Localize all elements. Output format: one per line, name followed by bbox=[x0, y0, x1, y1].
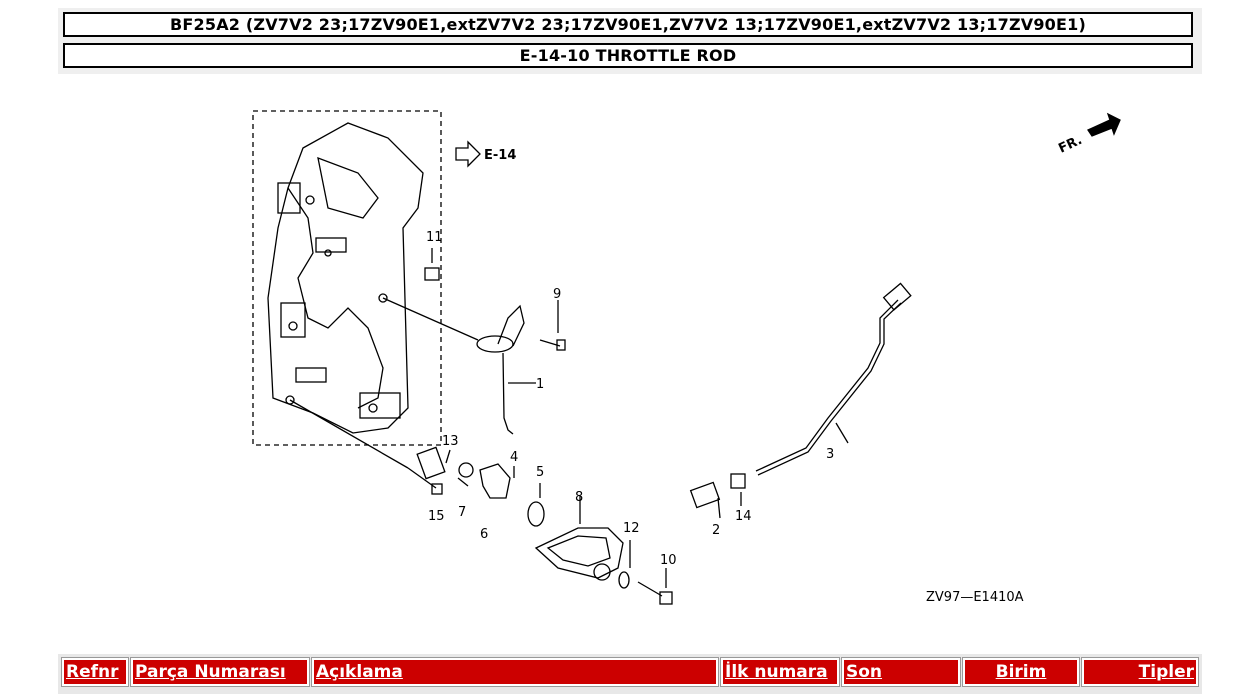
front-label: FR. bbox=[1056, 133, 1084, 157]
bolt-11 bbox=[424, 267, 440, 281]
callout-9: 9 bbox=[553, 287, 561, 302]
callout-8: 8 bbox=[575, 490, 583, 505]
callout-13: 13 bbox=[442, 434, 459, 449]
column-refnr-link[interactable]: Refnr bbox=[66, 662, 119, 682]
callout-12: 12 bbox=[623, 521, 640, 536]
exploded-view-drawing: E-14 FR. 11 9 1 13 4 5 8 7 6 15 12 10 2 … bbox=[252, 110, 1121, 605]
callout-15: 15 bbox=[428, 509, 445, 524]
nut-part-14 bbox=[730, 473, 746, 489]
housing-dashed-frame bbox=[252, 110, 442, 446]
callout-11: 11 bbox=[426, 230, 443, 245]
column-types[interactable]: Tipler bbox=[1081, 657, 1199, 687]
column-last-link[interactable]: Son bbox=[846, 662, 883, 682]
cylinder-housing bbox=[267, 122, 424, 434]
model-title: BF25A2 (ZV7V2 23;17ZV90E1,extZV7V2 23;17… bbox=[63, 12, 1193, 37]
front-arrow-icon bbox=[1087, 112, 1121, 137]
spring-part-7 bbox=[458, 462, 474, 478]
callout-2: 2 bbox=[712, 523, 720, 538]
joint-part-2 bbox=[689, 481, 721, 509]
column-first-number-link[interactable]: İlk numara bbox=[725, 662, 828, 682]
throttle-cam-part-8 bbox=[534, 527, 624, 579]
drawing-code: ZV97—E1410A bbox=[926, 590, 1024, 605]
column-description-link[interactable]: Açıklama bbox=[316, 662, 403, 682]
throttle-rod-part-3 bbox=[755, 299, 899, 472]
callout-6: 6 bbox=[480, 527, 488, 542]
callout-4: 4 bbox=[510, 450, 518, 465]
callout-3: 3 bbox=[826, 447, 834, 462]
section-title: E-14-10 THROTTLE ROD bbox=[63, 43, 1193, 68]
spring-part-5 bbox=[527, 501, 545, 527]
washer-part-12 bbox=[618, 571, 630, 589]
column-part-number-link[interactable]: Parça Numarası bbox=[135, 662, 286, 682]
column-part-number[interactable]: Parça Numarası bbox=[130, 657, 310, 687]
bolt-part-10 bbox=[659, 591, 673, 605]
column-types-link[interactable]: Tipler bbox=[1138, 662, 1194, 682]
plate-part-6 bbox=[479, 463, 511, 499]
column-refnr[interactable]: Refnr bbox=[61, 657, 129, 687]
column-unit-link[interactable]: Birim bbox=[995, 662, 1047, 682]
column-last[interactable]: Son bbox=[841, 657, 961, 687]
parts-table-header: Refnr Parça Numarası Açıklama İlk numara… bbox=[58, 654, 1202, 694]
column-description[interactable]: Açıklama bbox=[311, 657, 719, 687]
parts-diagram: E-14 FR. 11 9 1 13 4 5 8 7 6 15 12 10 2 … bbox=[58, 78, 1202, 648]
reference-arrow-icon bbox=[455, 140, 481, 168]
callout-1: 1 bbox=[536, 377, 544, 392]
callout-10: 10 bbox=[660, 553, 677, 568]
callout-14: 14 bbox=[735, 509, 752, 524]
ref-label: E-14 bbox=[484, 148, 516, 163]
column-first-number[interactable]: İlk numara bbox=[720, 657, 840, 687]
callout-5: 5 bbox=[536, 465, 544, 480]
lever-part-1 bbox=[476, 335, 514, 353]
column-unit[interactable]: Birim bbox=[962, 657, 1080, 687]
callout-7: 7 bbox=[458, 505, 466, 520]
collar-part-13 bbox=[416, 446, 446, 480]
header-panel: BF25A2 (ZV7V2 23;17ZV90E1,extZV7V2 23;17… bbox=[58, 8, 1202, 74]
